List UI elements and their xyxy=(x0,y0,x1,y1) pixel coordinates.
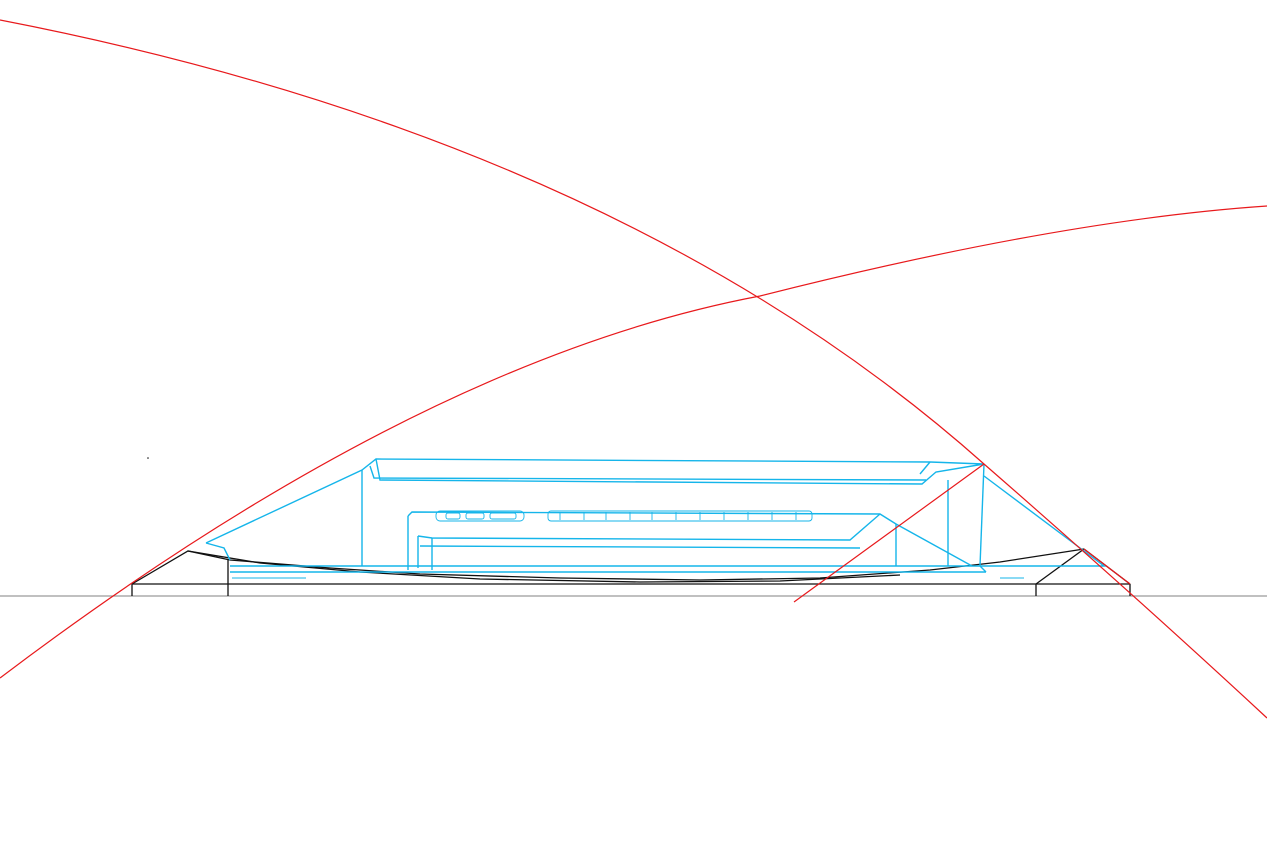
construction-tangent-line xyxy=(793,463,985,603)
construction-arcs xyxy=(0,19,1267,719)
construction-arc-right xyxy=(0,205,1267,679)
model-outline xyxy=(205,458,1107,579)
facade-lettering xyxy=(435,510,813,522)
base-profile xyxy=(131,457,1131,596)
construction-arc-left xyxy=(0,19,1267,719)
